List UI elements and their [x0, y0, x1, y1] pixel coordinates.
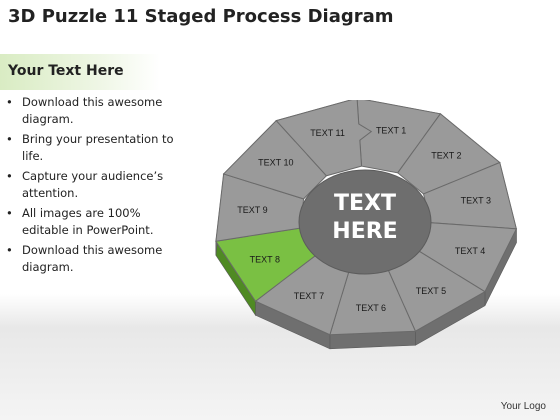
stage-label: TEXT 7	[294, 291, 324, 301]
stage-label: TEXT 1	[376, 125, 406, 135]
puzzle-piece	[275, 100, 373, 177]
bullet-list: Download this awesome diagram. Bring you…	[6, 94, 178, 279]
puzzle-diagram: TEXT 1 TEXT 2 TEXT 3 TEXT 4 TEXT 5 TEXT 6 TEXT…	[215, 100, 518, 350]
puzzle-ring	[215, 100, 518, 350]
bullet-item: All images are 100% editable in PowerPoi…	[6, 205, 178, 239]
subheading: Your Text Here	[8, 63, 124, 79]
stage-label: TEXT 2	[431, 151, 461, 161]
stage-label: TEXT 10	[258, 158, 293, 168]
stage-labels: TEXT 1 TEXT 2 TEXT 3 TEXT 4 TEXT 5 TEXT 6 TEXT…	[237, 125, 491, 312]
stage-label: TEXT 3	[461, 196, 491, 206]
stage-label: TEXT 5	[416, 286, 446, 296]
bullet-item: Capture your audience’s attention.	[6, 168, 178, 202]
center-label-line-2: HERE	[332, 219, 397, 244]
stage-label: TEXT 9	[237, 205, 267, 215]
logo-text: Your Logo	[500, 401, 546, 412]
stage-label: TEXT 8	[250, 255, 280, 265]
center-label-line-1: TEXT	[334, 191, 396, 216]
bullet-item: Download this awesome diagram.	[6, 242, 178, 276]
stage-label: TEXT 4	[455, 246, 485, 256]
center-hub	[298, 169, 432, 275]
bullet-item: Bring your presentation to life.	[6, 131, 178, 165]
bullet-item: Download this awesome diagram.	[6, 94, 178, 128]
stage-label: TEXT 11	[310, 128, 345, 138]
subheading-band	[0, 54, 160, 90]
stage-label: TEXT 6	[356, 303, 386, 313]
page-title: 3D Puzzle 11 Staged Process Diagram	[8, 6, 394, 27]
